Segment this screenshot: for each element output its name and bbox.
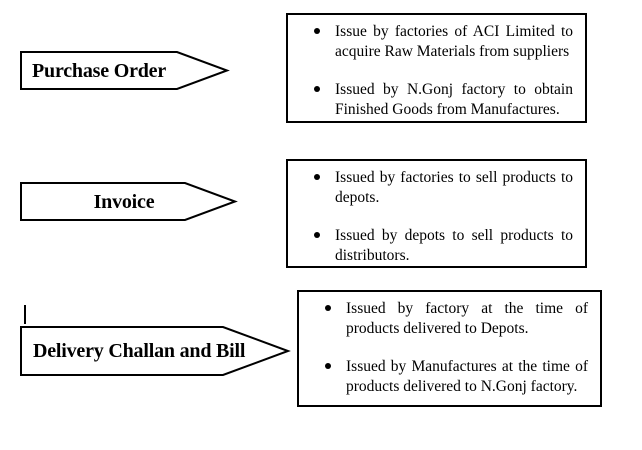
bullet-icon — [325, 363, 331, 369]
arrow-right-shape — [20, 51, 230, 90]
bullet-text: Issued by depots to sell products to dis… — [335, 227, 573, 264]
bullet-item: Issued by factories to sell products to … — [288, 168, 585, 208]
bullet-list: Issued by factory at the time of product… — [299, 299, 600, 397]
bullet-item: Issued by Manufactures at the time of pr… — [299, 357, 600, 397]
bullet-icon — [314, 174, 320, 180]
bullet-list: Issued by factories to sell products to … — [288, 168, 585, 266]
bullet-icon — [325, 305, 331, 311]
arrow-right-shape — [20, 326, 291, 376]
arrow-label-invoice: Invoice — [93, 190, 155, 213]
stray-tick-mark — [24, 305, 26, 324]
bullet-icon — [314, 86, 320, 92]
description-box-invoice: Issued by factories to sell products to … — [286, 159, 587, 268]
bullet-icon — [314, 28, 320, 34]
arrow-right-shape — [20, 182, 238, 221]
bullet-item: Issued by factory at the time of product… — [299, 299, 600, 339]
bullet-text: Issued by factories to sell products to … — [335, 169, 573, 206]
bullet-item: Issued by N.Gonj factory to obtain Finis… — [288, 80, 585, 120]
bullet-icon — [314, 232, 320, 238]
arrow-purchase-order: Purchase Order — [20, 51, 230, 91]
arrow-invoice: Invoice — [20, 182, 240, 222]
bullet-item: Issue by factories of ACI Limited to acq… — [288, 22, 585, 62]
bullet-text: Issued by N.Gonj factory to obtain Finis… — [335, 81, 573, 118]
arrow-delivery-challan-and-bill: Delivery Challan and Bill — [20, 326, 292, 377]
bullet-list: Issue by factories of ACI Limited to acq… — [288, 22, 585, 120]
description-box-purchase-order: Issue by factories of ACI Limited to acq… — [286, 13, 587, 123]
arrow-label-delivery-challan-and-bill: Delivery Challan and Bill — [33, 340, 246, 362]
bullet-text: Issued by Manufactures at the time of pr… — [346, 358, 588, 395]
bullet-text: Issued by factory at the time of product… — [346, 300, 588, 337]
description-box-delivery-challan-and-bill: Issued by factory at the time of product… — [297, 290, 602, 407]
arrow-label-purchase-order: Purchase Order — [32, 59, 167, 82]
bullet-item: Issued by depots to sell products to dis… — [288, 226, 585, 266]
bullet-text: Issue by factories of ACI Limited to acq… — [335, 23, 573, 60]
